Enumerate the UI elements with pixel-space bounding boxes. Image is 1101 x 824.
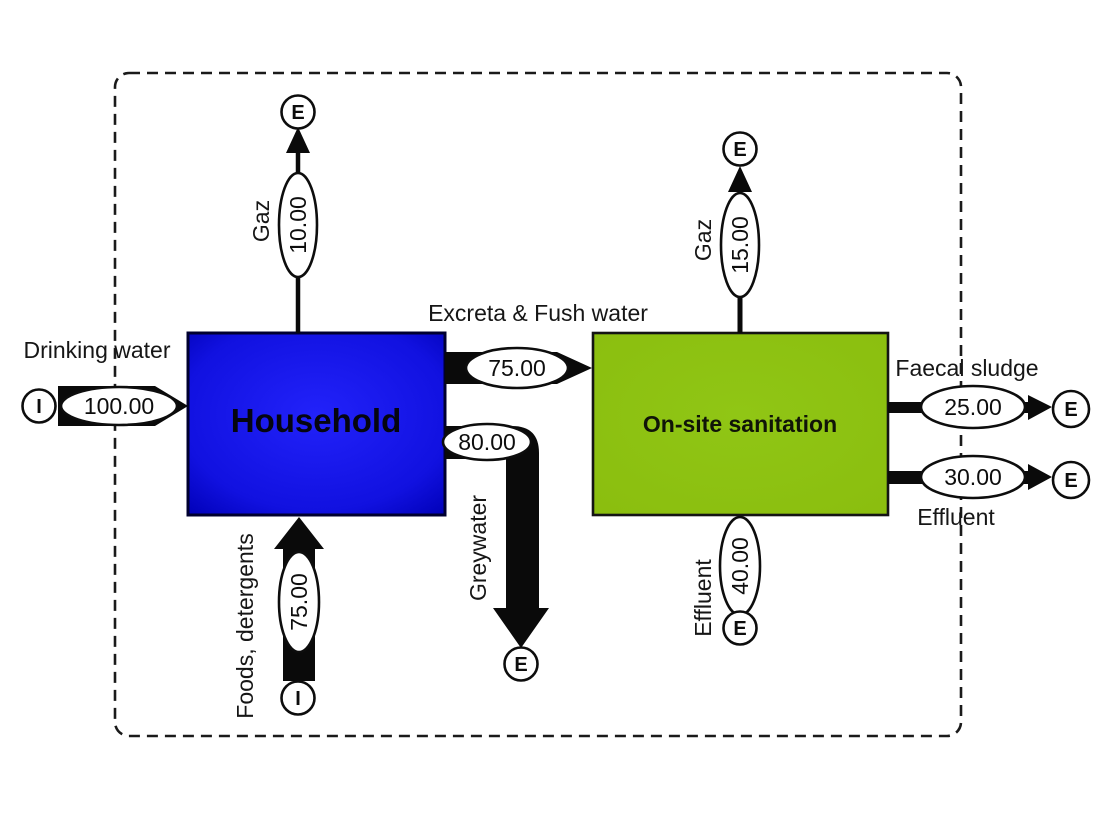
node-household	[186, 331, 447, 517]
flow-gaz-onsite-label: Gaz	[690, 219, 716, 261]
effluent-right-export-letter: E	[1064, 470, 1077, 492]
flow-faecal-sludge-value: 25.00	[944, 394, 1002, 420]
flow-gaz-onsite-value: 15.00	[727, 216, 753, 274]
flow-effluent-bottom-value: 40.00	[727, 537, 753, 595]
node-onsite-sanitation-label: On-site sanitation	[643, 411, 837, 437]
flow-greywater-value-ellipse	[441, 422, 533, 462]
flow-greywater-value: 80.00	[458, 429, 516, 455]
gaz-onsite-export-circle	[722, 131, 758, 167]
flow-gaz-household-value: 10.00	[285, 196, 311, 254]
flow-gaz-household-arrowhead	[286, 127, 310, 153]
flow-greywater-band	[445, 426, 549, 648]
greywater-export-letter: E	[514, 654, 527, 676]
greywater-export-circle	[503, 646, 539, 682]
flow-greywater-label: Greywater	[465, 495, 491, 601]
flow-faecal-sludge-arrowhead	[1028, 395, 1052, 420]
flow-effluent-right-value-ellipse	[919, 454, 1027, 500]
gaz-onsite-export-letter: E	[733, 139, 746, 161]
effluent-bottom-export-letter: E	[733, 618, 746, 640]
faecal-sludge-export-circle	[1051, 389, 1091, 429]
flow-drinking-water-value: 100.00	[84, 393, 154, 419]
flow-foods-label: Foods, detergents	[232, 533, 258, 718]
drinking-water-import-circle	[21, 388, 57, 424]
faecal-sludge-export-letter: E	[1064, 399, 1077, 421]
flow-gaz-household-label: Gaz	[248, 200, 274, 242]
flow-faecal-sludge-label: Faecal sludge	[895, 355, 1038, 381]
flow-foods-value-ellipse	[277, 550, 321, 654]
gaz-household-export-letter: E	[291, 102, 304, 124]
flow-foods-value: 75.00	[286, 573, 312, 631]
flow-effluent-right-arrowhead	[1028, 464, 1052, 490]
node-household-label: Household	[231, 402, 402, 439]
flow-gaz-onsite-value-ellipse	[719, 191, 761, 299]
drinking-water-import-letter: I	[36, 396, 42, 418]
flow-effluent-right-label: Effluent	[917, 504, 995, 530]
effluent-bottom-export-circle	[722, 610, 758, 646]
flow-effluent-right-value: 30.00	[944, 464, 1002, 490]
node-onsite-sanitation	[591, 331, 890, 517]
flow-drinking-water-value-ellipse	[59, 385, 179, 427]
gaz-household-export-circle	[280, 94, 316, 130]
foods-import-circle	[280, 680, 316, 716]
flow-excreta-value-ellipse	[464, 346, 570, 390]
flow-faecal-sludge-value-ellipse	[919, 384, 1027, 430]
foods-import-letter: I	[295, 688, 301, 710]
flow-excreta-value: 75.00	[488, 355, 546, 381]
flow-gaz-onsite-arrowhead	[728, 166, 752, 192]
flow-drinking-water-label: Drinking water	[24, 337, 171, 363]
flow-effluent-bottom-label: Effluent	[690, 559, 716, 637]
flow-excreta-label: Excreta & Fush water	[428, 300, 648, 326]
effluent-right-export-circle	[1051, 460, 1091, 500]
flow-gaz-household-value-ellipse	[277, 171, 319, 279]
